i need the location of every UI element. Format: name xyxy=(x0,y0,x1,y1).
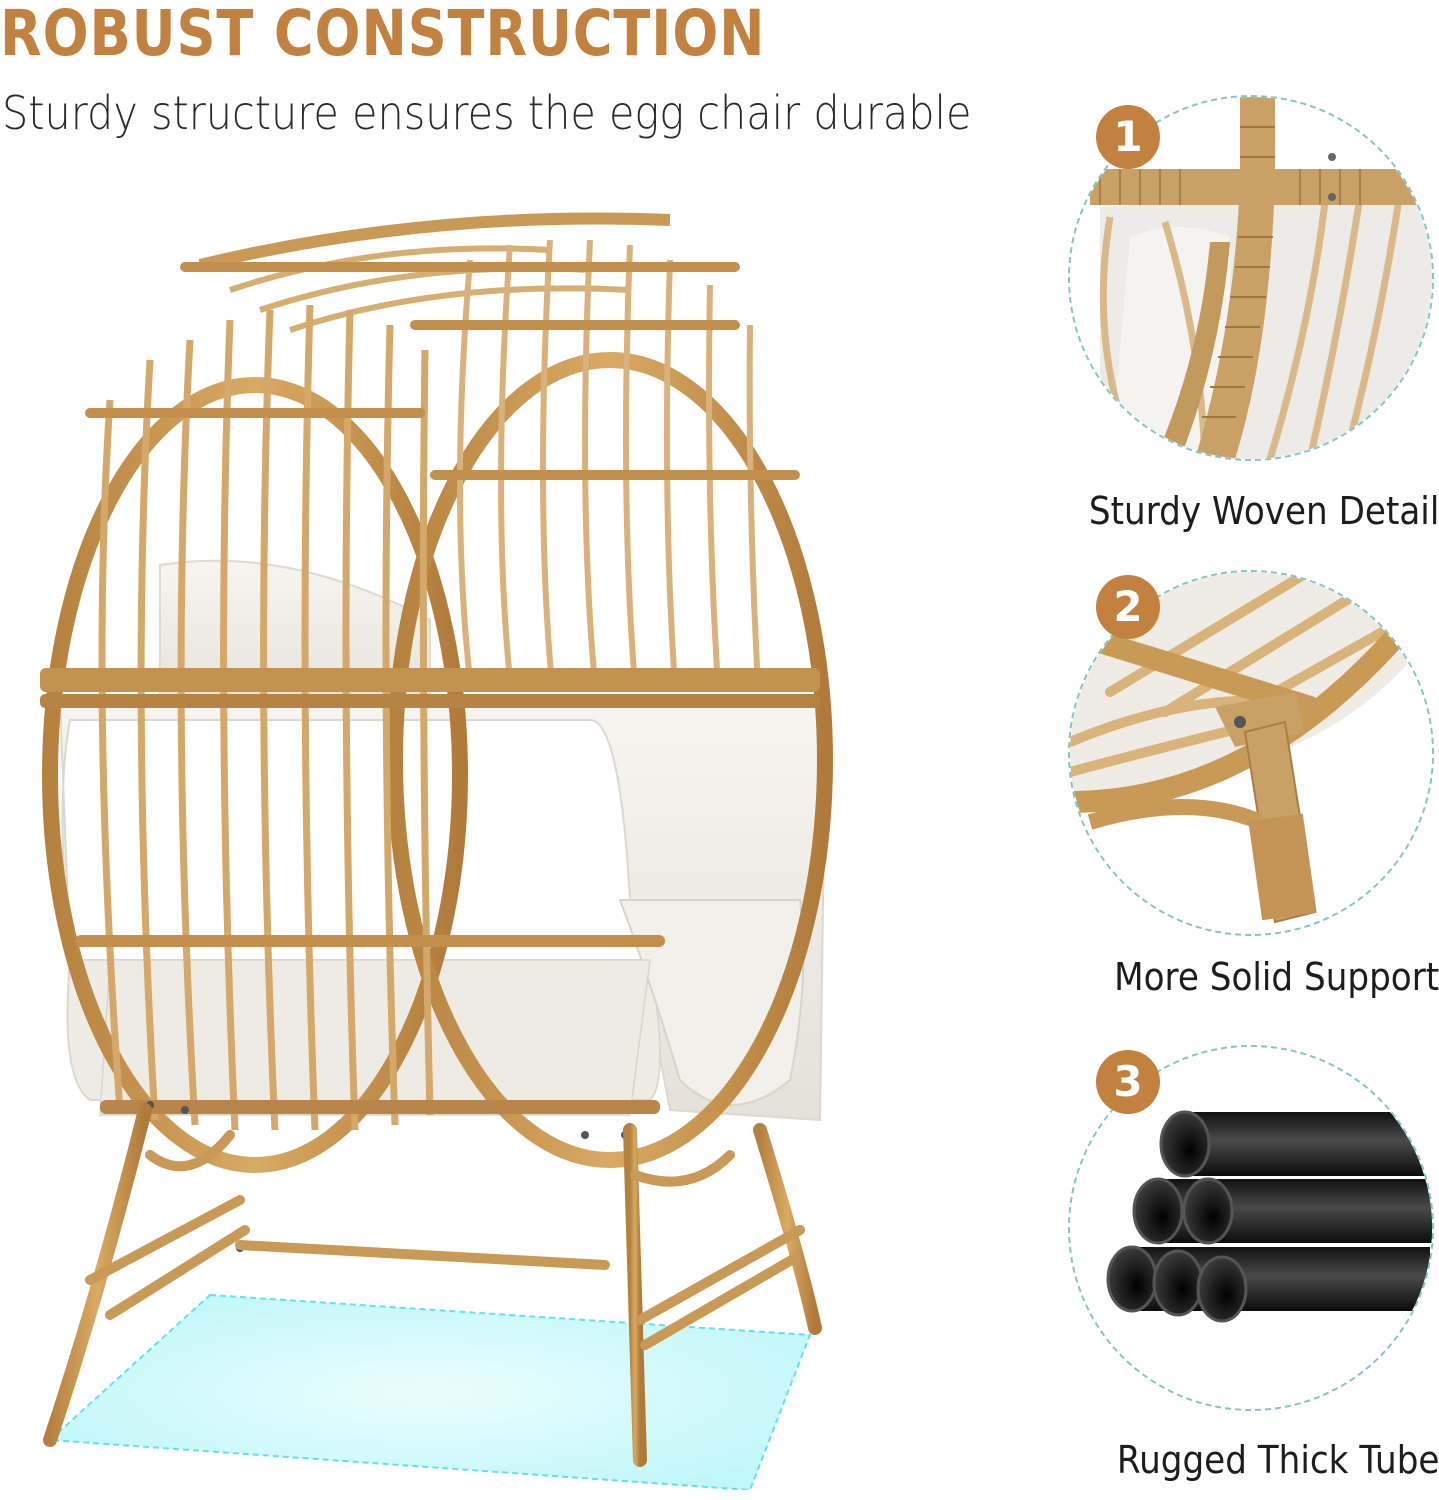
legs xyxy=(43,1103,822,1467)
feature-2: 2 More Solid Support xyxy=(1060,565,1439,1015)
stretchers xyxy=(85,1130,805,1350)
feature-1-caption: Sturdy Woven Detail xyxy=(1088,489,1439,533)
front-hoop xyxy=(42,377,468,1173)
horizontal-bands xyxy=(40,262,820,1114)
back-ribs xyxy=(457,239,761,686)
bolts xyxy=(146,1101,629,1252)
feature-3: 3 Rugged Thick Tube xyxy=(1060,1040,1439,1500)
floor-glow xyxy=(47,1293,812,1490)
subheadline: Sturdy structure ensures the egg chair d… xyxy=(2,86,972,140)
feature-1: 1 Sturdy Woven Detail xyxy=(1060,95,1439,545)
feature-3-closeup xyxy=(1068,1045,1434,1411)
egg-chair-image xyxy=(30,200,860,1490)
feature-1-number-badge: 1 xyxy=(1096,105,1160,169)
egg-chair-illustration xyxy=(40,212,833,1490)
steel-tubes-illustration xyxy=(1070,1047,1432,1409)
feature-2-number-badge: 2 xyxy=(1096,575,1160,639)
feature-2-caption: More Solid Support xyxy=(1113,955,1439,999)
feature-3-caption: Rugged Thick Tube xyxy=(1116,1438,1439,1482)
back-hoop xyxy=(387,352,833,1168)
woven-detail-illustration xyxy=(1070,97,1432,459)
headline: ROBUST CONSTRUCTION xyxy=(0,0,766,70)
front-ribs xyxy=(98,304,434,1131)
top-ribs xyxy=(229,245,631,333)
tube-stack xyxy=(1106,1110,1432,1323)
feature-3-number-badge: 3 xyxy=(1096,1050,1160,1114)
